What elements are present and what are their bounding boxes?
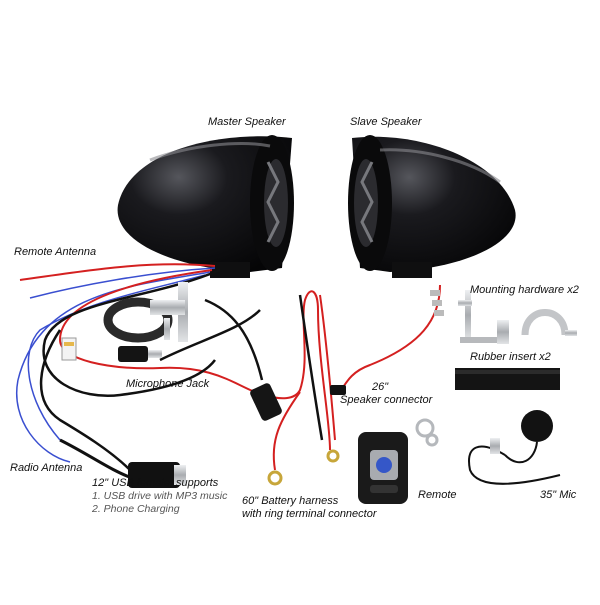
microphone-jack: [118, 346, 162, 362]
label-speaker-connector: Speaker connector: [340, 394, 433, 406]
speaker-connector-plug: [330, 385, 346, 395]
label-speaker-connector-length: 26": [372, 381, 389, 393]
ring-terminals: [267, 449, 340, 486]
label-usb-title: 12" USB female, supports: [92, 477, 219, 489]
usb-female: [59, 438, 186, 488]
label-master-speaker: Master Speaker: [208, 116, 286, 128]
slave-speaker: [348, 135, 516, 278]
label-rubber-insert: Rubber insert x2: [470, 351, 551, 363]
label-remote: Remote: [418, 489, 457, 501]
white-connector: [61, 337, 77, 361]
handlebar-clamp: [103, 282, 188, 343]
mounting-hardware: [430, 290, 577, 344]
label-battery-line1: 60" Battery harness: [242, 495, 339, 507]
microphone: [468, 410, 561, 485]
label-mic: 35" Mic: [540, 489, 577, 501]
label-mounting-hardware: Mounting hardware x2: [470, 284, 579, 296]
rubber-inserts: [455, 368, 560, 390]
remote-control: [358, 418, 439, 504]
label-slave-speaker: Slave Speaker: [350, 116, 422, 128]
master-speaker: [117, 135, 294, 278]
label-usb-line1: 1. USB drive with MP3 music: [92, 490, 228, 502]
antenna-wires: [15, 267, 216, 463]
label-usb-line2: 2. Phone Charging: [92, 503, 180, 515]
black-wires: [39, 268, 324, 471]
inline-fuse: [250, 383, 282, 421]
label-microphone-jack: Microphone Jack: [126, 378, 210, 390]
label-remote-antenna: Remote Antenna: [14, 246, 97, 258]
red-wires: [19, 263, 441, 471]
label-radio-antenna: Radio Antenna: [10, 462, 83, 474]
label-battery-line2: with ring terminal connector: [242, 508, 377, 520]
